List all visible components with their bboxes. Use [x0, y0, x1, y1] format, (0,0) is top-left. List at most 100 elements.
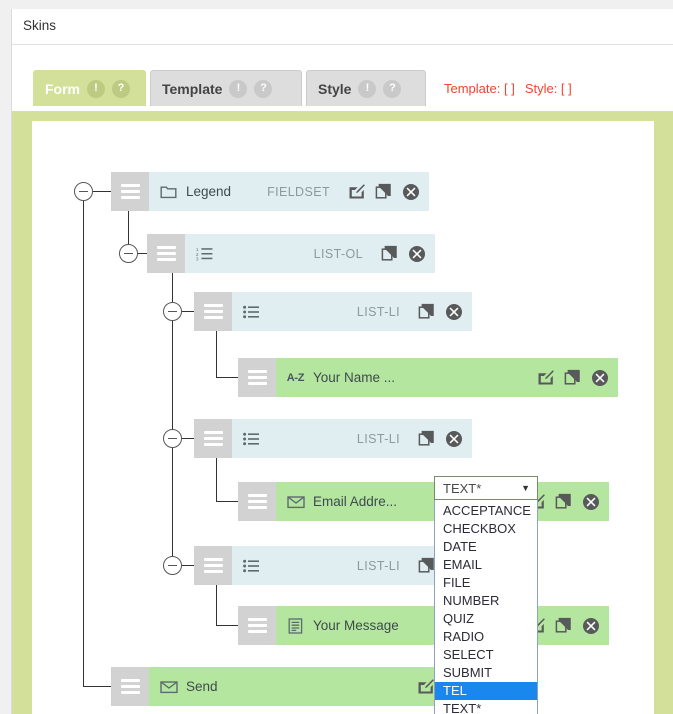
hamburger-icon [203, 301, 223, 322]
copy-icon[interactable] [554, 616, 573, 635]
textarea-icon [286, 616, 305, 635]
tree-line-listol-to-li3 [172, 565, 194, 566]
tab-style-alert-icon[interactable]: ! [358, 79, 377, 98]
svg-text:2: 2 [196, 252, 199, 257]
field-type-option-acceptance[interactable]: ACCEPTANCE [443, 503, 531, 518]
tab-template[interactable]: Template ! ? [150, 70, 302, 106]
meta-style-status: Style: [ ] [524, 81, 572, 96]
delete-icon[interactable] [581, 492, 600, 511]
tree-node-send-label: Send [186, 679, 218, 694]
skins-window: Skins Form ! ? Template ! ? Style ! ? Te… [11, 9, 673, 714]
tree-node-list-ol[interactable]: 1 2 3 LIST-OL [147, 234, 435, 273]
copy-icon[interactable] [554, 492, 573, 511]
edit-icon[interactable] [347, 182, 366, 201]
delete-icon[interactable] [401, 182, 420, 201]
field-type-option-number[interactable]: NUMBER [443, 593, 500, 608]
tab-form[interactable]: Form ! ? [33, 70, 146, 106]
tab-form-help-icon[interactable]: ? [112, 79, 130, 98]
field-type-option-file[interactable]: FILE [443, 575, 471, 590]
mail-icon [286, 492, 305, 511]
mail-icon [159, 677, 178, 696]
hamburger-icon [120, 181, 140, 202]
hamburger-icon [247, 491, 267, 512]
field-type-option-date[interactable]: DATE [443, 539, 477, 554]
field-type-dropdown[interactable]: ACCEPTANCE CHECKBOX DATE EMAIL FILE NUMBER QUI… [434, 500, 538, 714]
tree-node-list-li-2-actions [417, 429, 463, 448]
tree-node-legend-tag: FIELDSET [267, 184, 330, 199]
toggle-collapse-legend[interactable] [74, 182, 93, 201]
tab-template-alert-icon[interactable]: ! [229, 79, 248, 98]
tree-node-list-li-2-body: LIST-LI [232, 419, 472, 458]
field-type-option-text[interactable]: TEXT* [443, 701, 482, 714]
delete-icon[interactable] [444, 429, 463, 448]
tree-node-legend-label: Legend [186, 184, 232, 199]
tab-strip: Form ! ? Template ! ? Style ! ? Template… [12, 46, 673, 111]
drag-handle-list-li-2[interactable] [194, 419, 232, 458]
form-tree-canvas: Legend FIELDSET [32, 121, 654, 714]
toggle-collapse-listol[interactable] [119, 244, 138, 263]
tree-line-legend-vertical [128, 191, 129, 253]
hamburger-icon [247, 615, 267, 636]
field-type-option-quiz[interactable]: QUIZ [443, 611, 475, 626]
copy-icon[interactable] [563, 368, 582, 387]
copy-icon[interactable] [417, 556, 436, 575]
tree-line-listol-to-li2 [172, 438, 194, 439]
tree-node-list-li-3[interactable]: LIST-LI [194, 546, 472, 585]
toggle-collapse-listli-1[interactable] [163, 302, 182, 321]
tree-line-root-to-legend [93, 191, 112, 192]
tree-node-list-li-1[interactable]: LIST-LI [194, 292, 472, 331]
tree-line-listol-vertical [172, 253, 173, 572]
drag-handle-email-address[interactable] [238, 482, 276, 521]
tree-line-li1-vertical [216, 311, 217, 377]
tree-node-list-li-1-body: LIST-LI [232, 292, 472, 331]
tree-node-list-li-2[interactable]: LIST-LI [194, 419, 472, 458]
field-type-option-submit[interactable]: SUBMIT [443, 665, 493, 680]
toggle-collapse-listli-3[interactable] [163, 556, 182, 575]
delete-icon[interactable] [444, 302, 463, 321]
tab-template-help-icon[interactable]: ? [254, 79, 273, 98]
tree-line-li1-to-yourname [216, 377, 238, 378]
tree-node-list-ol-tag: LIST-OL [313, 246, 363, 261]
field-type-select[interactable]: TEXT* ▼ [434, 476, 538, 500]
az-icon: A-Z [286, 371, 305, 384]
drag-handle-send[interactable] [111, 667, 149, 706]
edit-icon[interactable] [536, 368, 555, 387]
drag-handle-list-li-1[interactable] [194, 292, 232, 331]
tab-form-alert-icon[interactable]: ! [87, 79, 105, 98]
tree-node-legend[interactable]: Legend FIELDSET [111, 172, 429, 211]
toggle-collapse-listli-2[interactable] [163, 429, 182, 448]
drag-handle-list-ol[interactable] [147, 234, 185, 273]
tree-node-send[interactable]: Send [111, 667, 471, 706]
tree-node-email-address[interactable]: Email Addre... [238, 482, 609, 521]
tree-line-li3-vertical [216, 565, 217, 625]
field-type-option-select[interactable]: SELECT [443, 647, 494, 662]
tree-line-li3-to-message [216, 625, 238, 626]
drag-handle-legend[interactable] [111, 172, 149, 211]
tree-node-your-name[interactable]: A-Z Your Name ... [238, 358, 619, 397]
tree-node-your-message[interactable]: Your Message [238, 606, 609, 645]
tab-style[interactable]: Style ! ? [306, 70, 426, 106]
field-type-option-tel[interactable]: TEL [435, 682, 537, 700]
drag-handle-your-name[interactable] [238, 358, 276, 397]
delete-icon[interactable] [590, 368, 609, 387]
drag-handle-list-li-3[interactable] [194, 546, 232, 585]
copy-icon[interactable] [374, 182, 393, 201]
meta-template-status: Template: [ ] [444, 81, 515, 96]
bullet-list-icon [242, 302, 261, 321]
tab-style-help-icon[interactable]: ? [383, 79, 402, 98]
edit-icon[interactable] [416, 677, 435, 696]
copy-icon[interactable] [417, 429, 436, 448]
copy-icon[interactable] [417, 302, 436, 321]
delete-icon[interactable] [407, 244, 426, 263]
tree-node-your-name-body: A-Z Your Name ... [276, 358, 619, 397]
field-type-option-checkbox[interactable]: CHECKBOX [443, 521, 516, 536]
field-type-option-email[interactable]: EMAIL [443, 557, 483, 572]
copy-icon[interactable] [380, 244, 399, 263]
drag-handle-your-message[interactable] [238, 606, 276, 645]
delete-icon[interactable] [581, 616, 600, 635]
hamburger-icon [247, 367, 267, 388]
tree-line-listol-to-li1 [172, 311, 194, 312]
field-type-option-radio[interactable]: RADIO [443, 629, 485, 644]
chevron-down-icon: ▼ [521, 483, 530, 493]
